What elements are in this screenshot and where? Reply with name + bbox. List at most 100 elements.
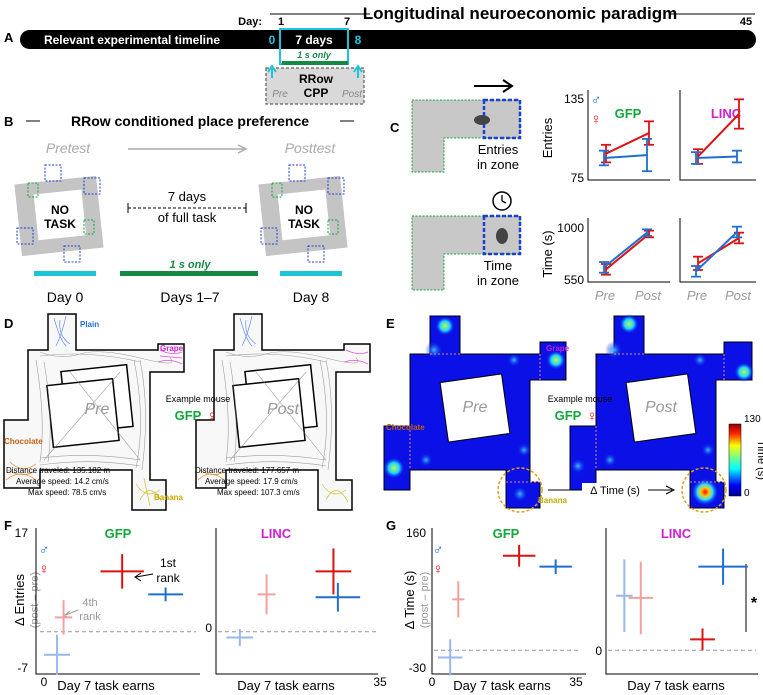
c-female-symbol: ♀: [590, 111, 601, 128]
time-in-zone-2: in zone: [477, 273, 519, 288]
d-stats-post-1: Distance traveled: 177.657 m: [195, 466, 299, 475]
posttest-label: Posttest: [285, 140, 337, 156]
f-male-symbol: ♂: [39, 541, 50, 557]
g-axes: [431, 528, 758, 675]
panel-a-title: Longitudinal neuroeconomic paradigm: [363, 4, 678, 23]
d-stats-post-3: Max speed: 107.3 cm/s: [217, 488, 300, 497]
g-scatter-charts: [434, 544, 756, 676]
f-ylabel-2: (post – pre): [29, 572, 41, 628]
day8-bar: [280, 271, 342, 276]
no-task-pre-2: TASK: [44, 217, 76, 231]
days17-bar: [120, 271, 258, 276]
e-delta-time: Δ Time (s): [590, 485, 640, 497]
e-cbar-label: Time (s): [755, 440, 763, 480]
c-line-charts: [599, 98, 744, 278]
c-time-tick-bottom: 550: [564, 273, 584, 287]
e-banana-circle-post: [681, 467, 727, 513]
e-cbar-min: 0: [744, 488, 750, 499]
f-rank1-2: rank: [156, 571, 180, 585]
e-plain-label: Plain: [462, 320, 481, 329]
d-gfp-label: GFP: [175, 408, 202, 423]
c-ylabel-entries: Entries: [540, 117, 555, 158]
f-rank4-2: rank: [79, 611, 101, 623]
e-female-symbol: ♀: [586, 408, 597, 425]
f-ytick-bottom: -7: [17, 661, 28, 675]
one-s-only-a: 1 s only: [297, 50, 332, 60]
f-rank1-1: 1st: [160, 556, 177, 570]
time-in-zone-1: Time: [484, 258, 512, 273]
seven-days-label: 7 days: [295, 33, 333, 47]
g-xtick-35: 35: [569, 675, 583, 689]
timeline-bar: [20, 30, 756, 49]
entries-in-zone-1: Entries: [478, 142, 519, 157]
f-axes: [35, 528, 378, 675]
day0-bar: [34, 271, 96, 276]
one-s-bar-a: [282, 61, 348, 65]
series-line-c-linc-time-blue: [695, 231, 738, 273]
e-chocolate-label: Chocolate: [386, 423, 425, 432]
series-line-c-gfp-entries-blue: [603, 154, 648, 159]
series-line-c-gfp-time-red: [605, 233, 650, 271]
d-stats-pre-1: Distance traveled: 135.182 m: [6, 466, 110, 475]
f-scatter-charts: [40, 548, 378, 675]
series-line-c-linc-entries-red: [697, 113, 740, 158]
series-line-c-gfp-time-blue: [603, 231, 648, 269]
day-1-label: 1: [278, 16, 284, 28]
day-7-label: 7: [344, 16, 350, 28]
c-gfp-title: GFP: [615, 106, 642, 121]
series-line-c-gfp-entries-red: [605, 132, 650, 155]
g-xtick-0: 0: [429, 675, 436, 689]
d-post-label: Post: [267, 401, 300, 418]
pre-trajectory-maze: [3, 313, 185, 511]
time-schematic: [411, 214, 522, 291]
rrow-label: RRow: [299, 72, 334, 86]
c-ylabel-time: Time (s): [540, 230, 555, 277]
post-heatmap: [569, 314, 754, 509]
posttest-maze: [258, 164, 348, 263]
f-xlabel-2: Day 7 task earns: [237, 678, 335, 693]
one-s-only-b: 1 s only: [170, 259, 212, 271]
panel-f-letter: F: [4, 518, 12, 533]
c-xtick-pre-1: Pre: [595, 288, 615, 303]
cpp-label: CPP: [304, 86, 329, 100]
c-time-tick-top: 1000: [557, 221, 584, 235]
cpp-box: [265, 67, 365, 105]
e-pre-label: Pre: [463, 399, 488, 416]
d-stats-post-2: Average speed: 17.9 cm/s: [205, 477, 298, 486]
d-example-mouse: Example mouse: [166, 394, 231, 404]
mid-text-2: of full task: [158, 210, 217, 225]
c-entries-tick-top: 135: [564, 92, 584, 106]
e-banana-circle-pre: [497, 467, 543, 513]
panel-b-letter: B: [4, 114, 13, 129]
g-linc-title: LINC: [661, 526, 692, 541]
entries-in-zone-2: in zone: [477, 157, 519, 172]
c-xtick-post-1: Post: [635, 288, 662, 303]
g-ylabel-2: (post – pre): [419, 572, 431, 628]
panel-c-letter: C: [390, 120, 400, 135]
pretest-maze: [14, 164, 104, 263]
panel-b-title: RRow conditioned place preference: [71, 113, 309, 129]
panel-d-letter: D: [4, 316, 13, 331]
panel-a-letter: A: [4, 30, 14, 45]
g-xlabel-1: Day 7 task earns: [453, 678, 551, 693]
day-45-label: 45: [740, 16, 752, 28]
e-colorbar: [728, 423, 742, 497]
mid-text-1: 7 days: [168, 189, 207, 204]
f-gfp-title: GFP: [105, 526, 132, 541]
no-task-pre-1: NO: [51, 203, 69, 217]
e-cbar-max: 130: [744, 414, 761, 425]
panel-e-letter: E: [386, 316, 395, 331]
c-linc-title: LINC: [711, 106, 742, 121]
e-example-mouse: Example mouse: [548, 394, 613, 404]
day0-label: Day 0: [47, 289, 84, 305]
pre-heatmap: [383, 315, 567, 509]
e-gfp-label: GFP: [555, 408, 582, 423]
days17-label: Days 1–7: [160, 289, 219, 305]
post-label-a: Post: [342, 89, 363, 100]
panel-g-letter: G: [386, 518, 396, 533]
f-xlabel-1: Day 7 task earns: [57, 678, 155, 693]
d-female-symbol: ♀: [206, 408, 217, 425]
pretest-label: Pretest: [46, 140, 91, 156]
d-grape-label-1: Grape: [160, 344, 184, 353]
f-xtick-0: 0: [41, 675, 48, 689]
